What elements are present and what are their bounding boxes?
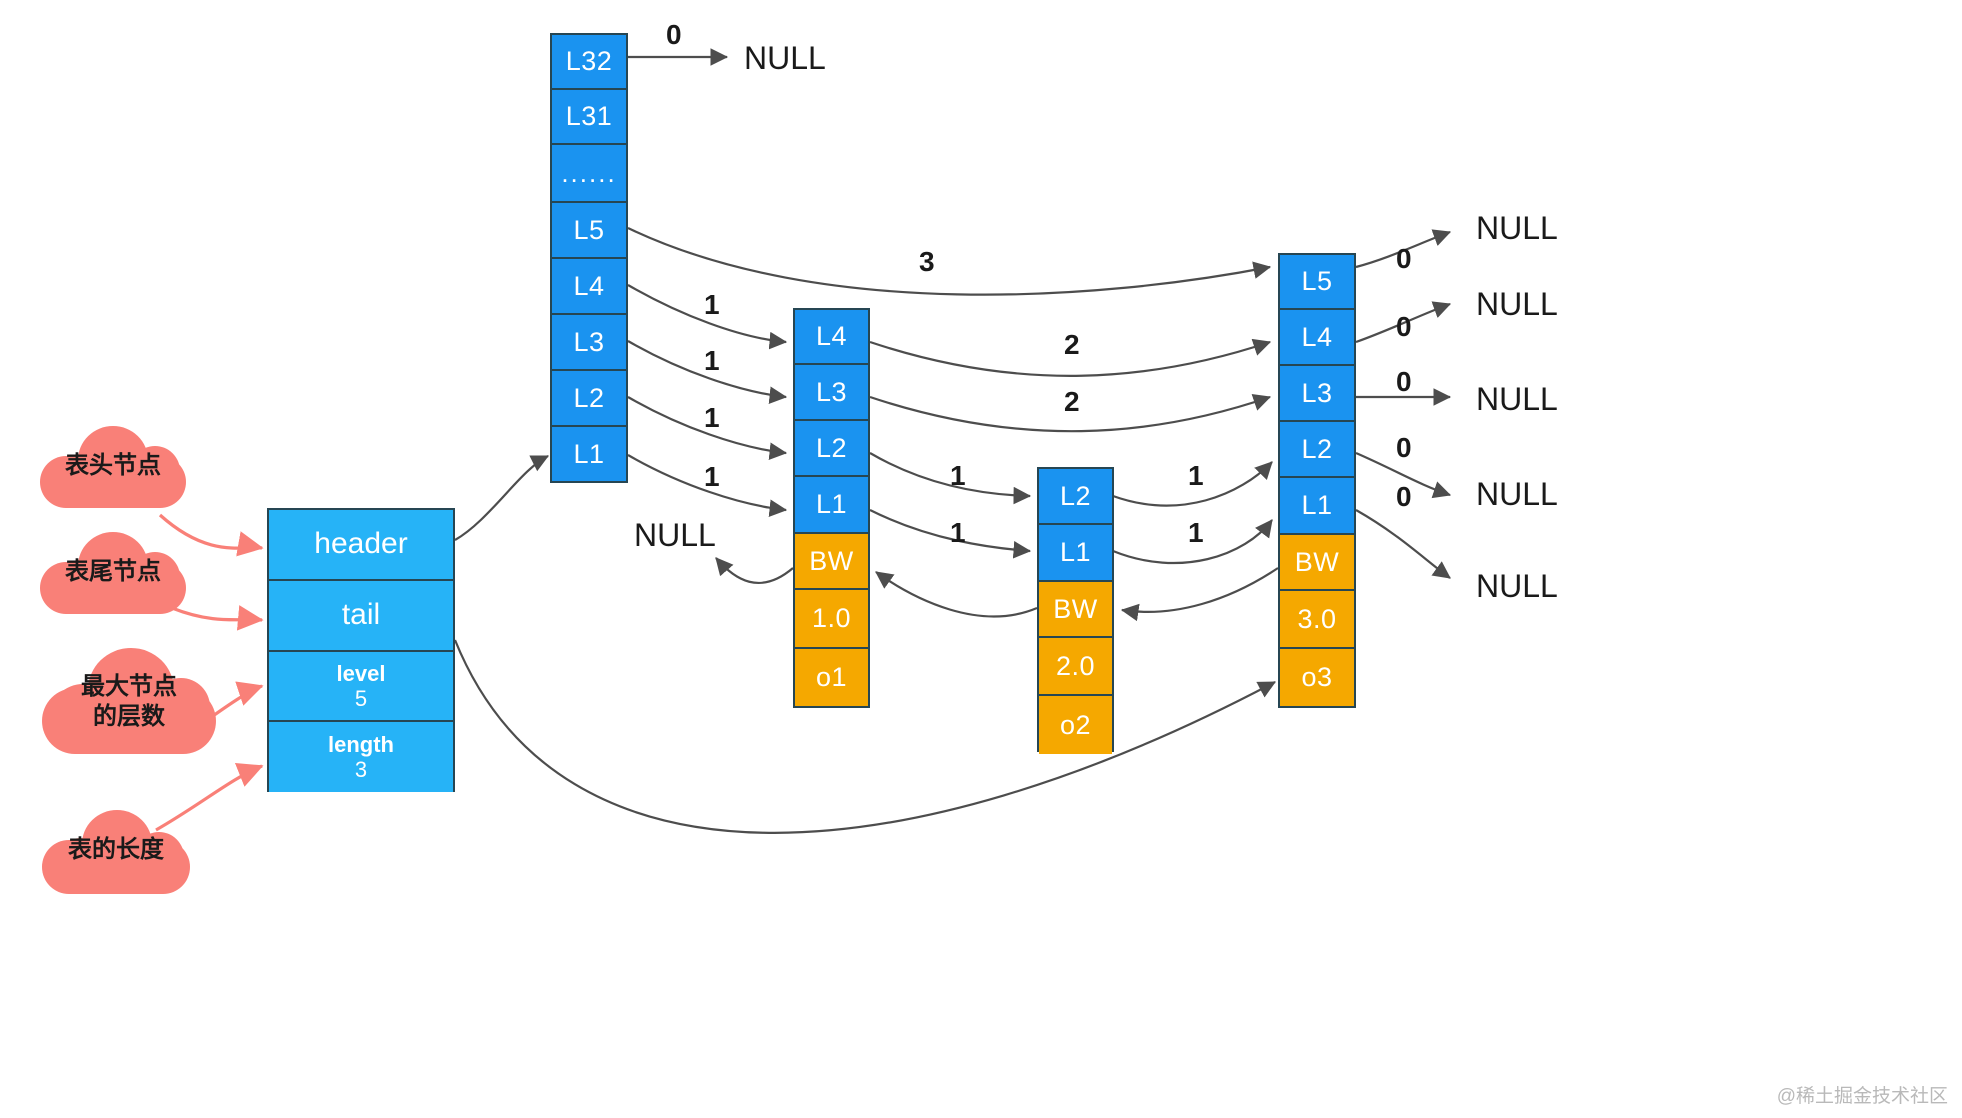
span-header-l5-o3: 3 bbox=[919, 246, 935, 277]
cloud-header: 表头节点 bbox=[38, 424, 188, 512]
span-o1-l1-o2: 1 bbox=[950, 517, 966, 548]
span-header-l4-o1: 1 bbox=[704, 289, 720, 320]
null-o3-l3: NULL bbox=[1476, 381, 1558, 417]
node-o2-cell-l2: L2 bbox=[1039, 469, 1112, 525]
null-o3-l1: NULL bbox=[1476, 568, 1558, 604]
info-header-label: header bbox=[314, 527, 408, 561]
node-o1-cell-l3: L3 bbox=[795, 365, 868, 421]
node-o3-cell-l3: L3 bbox=[1280, 366, 1354, 422]
node-o3-cell-score: 3.0 bbox=[1280, 591, 1354, 649]
info-level-label: level bbox=[336, 660, 386, 686]
span-o3-l2-null: 0 bbox=[1396, 432, 1412, 463]
info-length-value: 3 bbox=[354, 757, 368, 782]
header-node: L32 L31 ...... L5 L4 L3 L2 L1 bbox=[550, 33, 628, 483]
cloud-tail: 表尾节点 bbox=[38, 530, 188, 618]
node-o3-cell-l5: L5 bbox=[1280, 255, 1354, 310]
cloud-level-label: 最大节点的层数 bbox=[81, 673, 177, 730]
wire-o3-l1-null bbox=[1355, 509, 1451, 579]
wire-header-field-to-node bbox=[454, 455, 549, 541]
header-node-cell-l32: L32 bbox=[552, 35, 626, 90]
node-o1-cell-member: o1 bbox=[795, 649, 868, 706]
null-o3-l5: NULL bbox=[1476, 210, 1558, 246]
span-o2-l2-o3: 1 bbox=[1188, 460, 1204, 491]
wire-header-l5-o3 bbox=[627, 227, 1272, 296]
wire-o3-bw-o2 bbox=[1120, 567, 1279, 622]
wire-o2-bw-o1 bbox=[875, 571, 1038, 618]
span-o3-l1-null: 0 bbox=[1396, 481, 1412, 512]
info-row-level: level 5 bbox=[269, 652, 453, 722]
node-o3-cell-backward: BW bbox=[1280, 535, 1354, 591]
header-node-cell-l2: L2 bbox=[552, 371, 626, 427]
node-o3-cell-member: o3 bbox=[1280, 649, 1354, 706]
null-o3-l4: NULL bbox=[1476, 286, 1558, 322]
node-o3: L5 L4 L3 L2 L1 BW 3.0 o3 bbox=[1278, 253, 1356, 708]
node-o2-cell-l1: L1 bbox=[1039, 525, 1112, 582]
header-node-cell-l4: L4 bbox=[552, 259, 626, 315]
node-o3-cell-l1: L1 bbox=[1280, 478, 1354, 535]
node-o1-cell-backward: BW bbox=[795, 534, 868, 590]
null-header-top: NULL bbox=[744, 40, 826, 76]
header-node-cell-ellipsis: ...... bbox=[552, 145, 626, 203]
span-o3-l3-null: 0 bbox=[1396, 366, 1412, 397]
node-o2-cell-backward: BW bbox=[1039, 582, 1112, 638]
span-o1-l4-o3: 2 bbox=[1064, 329, 1080, 360]
cloud-header-label: 表头节点 bbox=[65, 452, 161, 479]
node-o1-cell-l4: L4 bbox=[795, 310, 868, 365]
cloud-length-label: 表的长度 bbox=[68, 836, 164, 863]
span-header-l32-null: 0 bbox=[666, 19, 682, 50]
info-level-value: 5 bbox=[354, 686, 368, 711]
cloud-length: 表的长度 bbox=[40, 808, 192, 896]
node-o1-cell-l2: L2 bbox=[795, 421, 868, 477]
header-node-cell-l3: L3 bbox=[552, 315, 626, 371]
node-o3-cell-l2: L2 bbox=[1280, 422, 1354, 478]
span-header-l1-o1: 1 bbox=[704, 461, 720, 492]
span-o3-l4-null: 0 bbox=[1396, 311, 1412, 342]
cloud-level: 最大节点的层数 bbox=[40, 648, 218, 760]
span-o3-l5-null: 0 bbox=[1396, 243, 1412, 274]
cloud-tail-label: 表尾节点 bbox=[65, 558, 161, 585]
node-o1-cell-l1: L1 bbox=[795, 477, 868, 534]
null-o1-backward: NULL bbox=[634, 517, 716, 553]
node-o2-cell-score: 2.0 bbox=[1039, 638, 1112, 696]
node-o3-cell-l4: L4 bbox=[1280, 310, 1354, 366]
info-row-length: length 3 bbox=[269, 722, 453, 792]
span-header-l2-o1: 1 bbox=[704, 402, 720, 433]
span-o1-l2-o2: 1 bbox=[950, 460, 966, 491]
span-o2-l1-o3: 1 bbox=[1188, 517, 1204, 548]
info-length-label: length bbox=[328, 731, 394, 757]
node-o2: L2 L1 BW 2.0 o2 bbox=[1037, 467, 1114, 754]
node-o2-cell-member: o2 bbox=[1039, 696, 1112, 754]
wire-o1-bw-null bbox=[715, 557, 794, 585]
header-node-cell-l1: L1 bbox=[552, 427, 626, 481]
info-row-tail: tail bbox=[269, 581, 453, 652]
zskiplist-info-box: header tail level 5 length 3 bbox=[267, 508, 455, 792]
node-o1: L4 L3 L2 L1 BW 1.0 o1 bbox=[793, 308, 870, 708]
span-header-l3-o1: 1 bbox=[704, 345, 720, 376]
node-o1-cell-score: 1.0 bbox=[795, 590, 868, 649]
header-node-cell-l5: L5 bbox=[552, 203, 626, 259]
null-o3-l2: NULL bbox=[1476, 476, 1558, 512]
span-o1-l3-o3: 2 bbox=[1064, 386, 1080, 417]
info-tail-label: tail bbox=[341, 598, 381, 632]
info-row-header: header bbox=[269, 510, 453, 581]
header-node-cell-l31: L31 bbox=[552, 90, 626, 145]
watermark: @稀土掘金技术社区 bbox=[1776, 1086, 1948, 1107]
